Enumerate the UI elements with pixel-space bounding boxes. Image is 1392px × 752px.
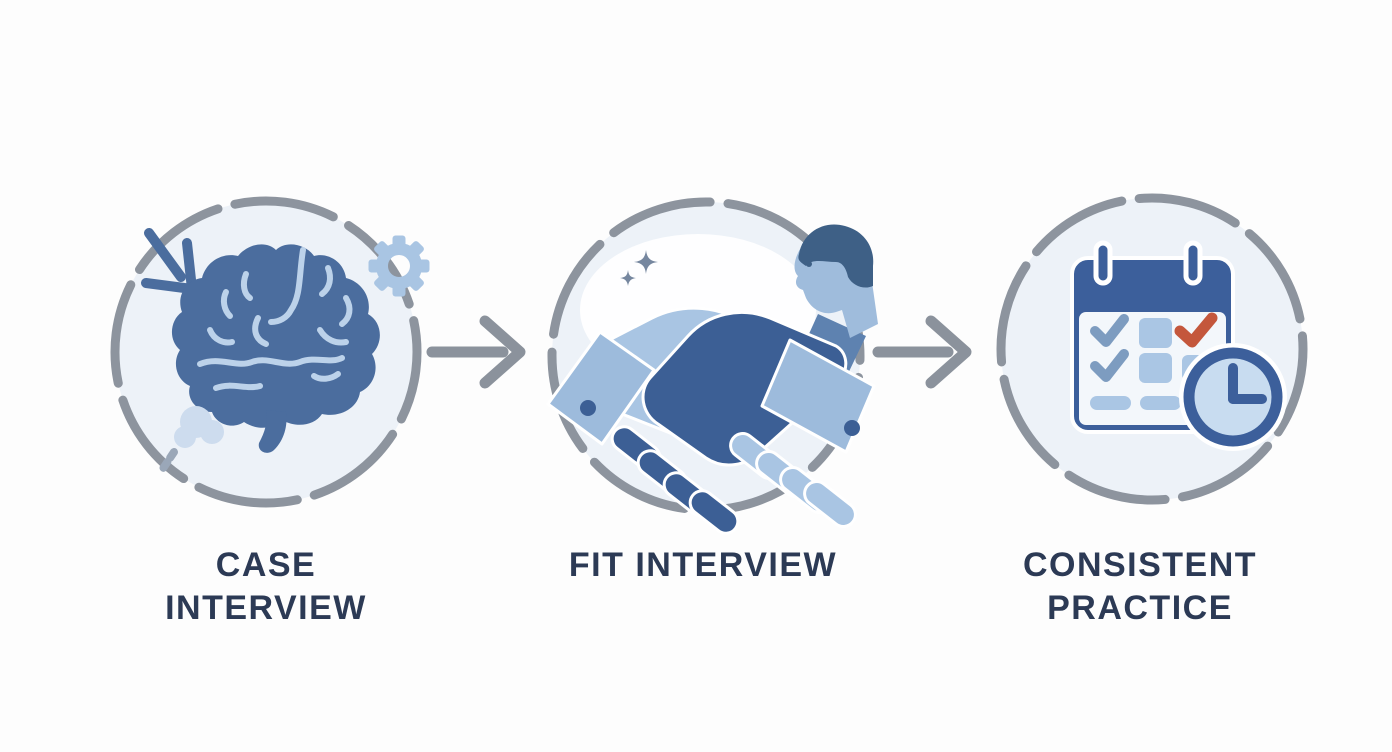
check-mark: [1090, 314, 1129, 347]
label-line: FIT INTERVIEW: [568, 546, 838, 584]
person-eye: [806, 261, 812, 267]
sparkles-icon: [620, 250, 658, 286]
label-line: CASE: [215, 546, 317, 584]
magnifier-icon: [158, 406, 224, 474]
clock-icon: [1179, 343, 1287, 451]
gear-icon: [368, 235, 430, 297]
label-line: INTERVIEW: [165, 589, 367, 627]
step-label-consistent-practice: CONSISTENT PRACTICE: [980, 544, 1300, 630]
handshake-icon: [546, 306, 876, 535]
person-hair: [798, 224, 874, 288]
brain-icon: [171, 244, 380, 453]
label-line: CONSISTENT: [1022, 546, 1258, 584]
right-cuff-button: [844, 420, 860, 436]
calendar-cell: [1139, 318, 1172, 348]
calendar-cell: [1090, 396, 1131, 410]
step-label-case-interview: CASE INTERVIEW: [106, 544, 426, 630]
calendar-cell: [1139, 353, 1172, 383]
calendar-peg: [1183, 240, 1203, 286]
step-label-fit-interview: FIT INTERVIEW: [543, 544, 863, 587]
arrow-right-icon-1: [426, 315, 526, 389]
check-mark: [1090, 349, 1129, 382]
check-mark-red: [1174, 312, 1218, 348]
calendar-peg: [1093, 240, 1113, 286]
calendar-cell: [1140, 396, 1181, 410]
arrow-right-icon-2: [872, 315, 972, 389]
left-cuff: [546, 330, 656, 446]
left-cuff-button: [580, 400, 596, 416]
label-line: PRACTICE: [1047, 589, 1233, 627]
